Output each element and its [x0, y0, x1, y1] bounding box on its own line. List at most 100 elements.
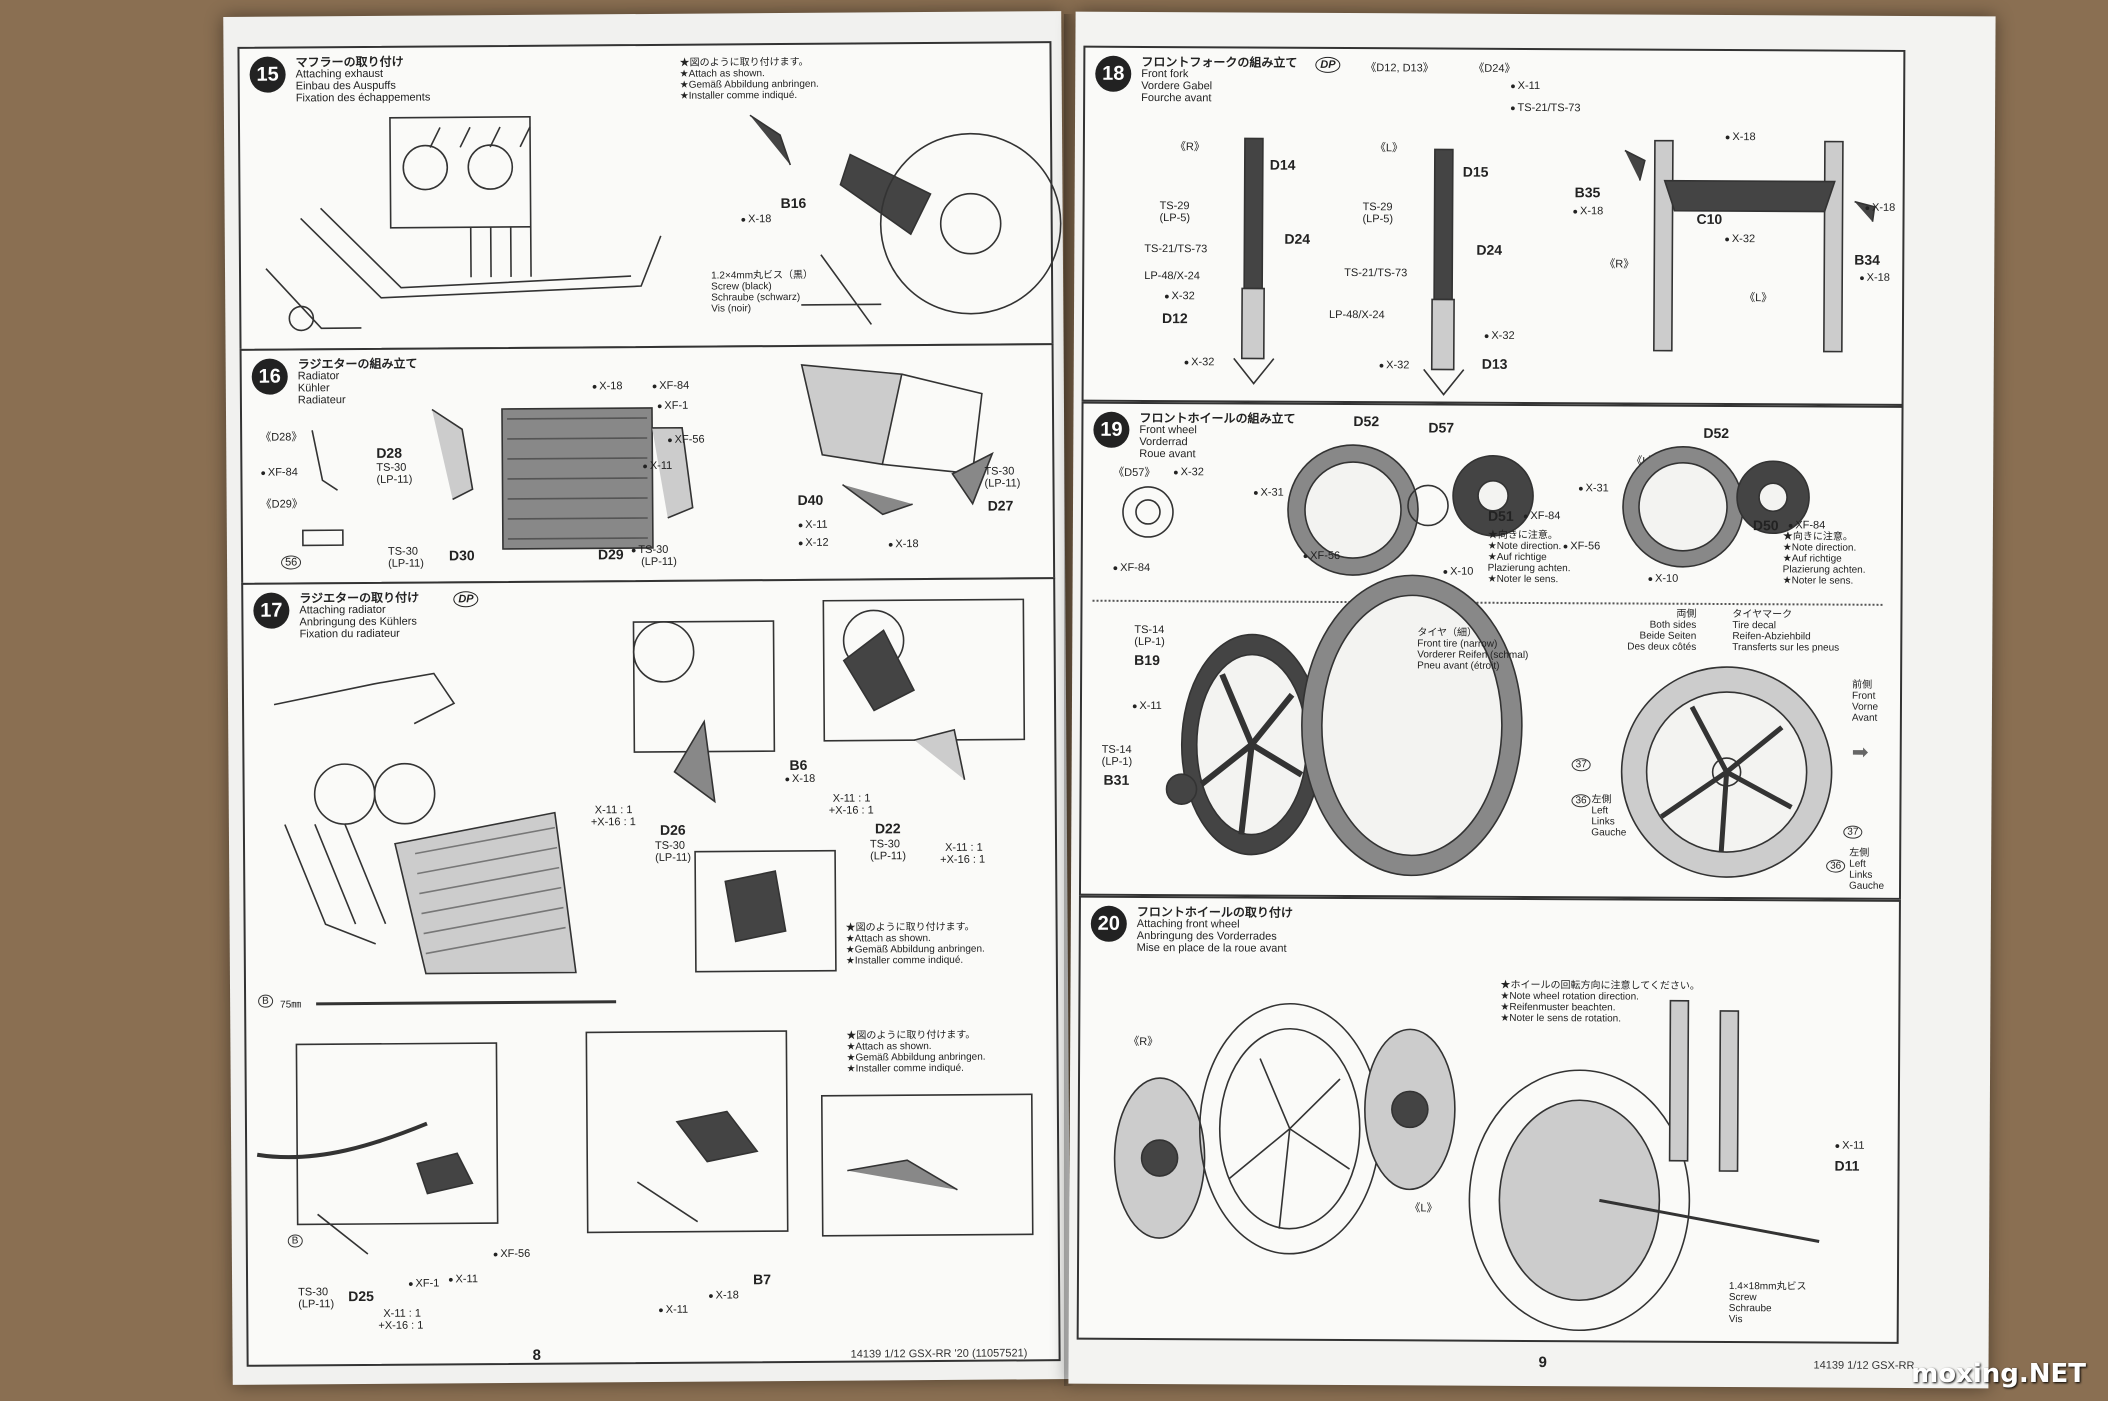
- part-d14: D14: [1269, 156, 1296, 173]
- brake-disc-r-illustration: [1287, 444, 1534, 576]
- tube-end-b: B: [287, 1234, 303, 1248]
- part-d30: D30: [448, 547, 475, 564]
- sub-step-b: B: [258, 994, 273, 1008]
- paint-ts21: TS-21/TS-73: [1344, 267, 1408, 280]
- watermark: moxing.NET: [1911, 1359, 2086, 1389]
- label-right: 《R》: [1174, 141, 1205, 154]
- paint-lp1: (LP-1): [1134, 635, 1165, 649]
- part-b16: B16: [780, 194, 807, 212]
- radiator-illustration: [302, 407, 694, 550]
- page-number: 8: [532, 1346, 541, 1364]
- rear-wheel-illustration: [749, 114, 1062, 325]
- tube-length: 75㎜: [280, 999, 302, 1011]
- page-footer: 14139 1/12 GSX-RR: [1813, 1359, 1915, 1373]
- ref-d24: 《D24》: [1473, 62, 1516, 75]
- paint-x11: X-11: [798, 519, 828, 531]
- paint-xf84: XF-84: [260, 466, 298, 478]
- exhaust-illustration: [265, 115, 662, 332]
- radiator-mount-illustration: [273, 672, 577, 975]
- ref-d29: 《D29》: [260, 498, 303, 511]
- paint-ts14: TS-14: [1101, 743, 1132, 756]
- ref-d57: 《D57》: [1113, 466, 1156, 480]
- decal-36: 36: [1826, 859, 1846, 873]
- part-d24: D24: [1476, 241, 1503, 258]
- paint-x31: X-31: [1253, 487, 1283, 499]
- paint-ts30: TS-30: [654, 839, 686, 852]
- ref-d28: 《D28》: [260, 431, 303, 444]
- paint-x10: X-10: [1648, 573, 1678, 585]
- tube-route-illustration: [585, 1030, 789, 1234]
- paint-mix: X-11 : 1: [945, 841, 983, 854]
- paint-ts30: TS-30: [387, 545, 418, 558]
- page-footer: 14139 1/12 GSX-RR '20 (11057521): [850, 1347, 1028, 1361]
- paint-lp1: (LP-1): [1101, 755, 1133, 768]
- part-b7: B7: [753, 1271, 772, 1288]
- engine-bracket-illustration: [822, 598, 1026, 780]
- paint-mix: +X-16 : 1: [828, 804, 874, 817]
- decal-37: 37: [1571, 758, 1591, 772]
- triple-clamp-illustration: [1624, 139, 1876, 353]
- paint-mix: X-11 : 1: [832, 792, 871, 805]
- front-arrow: ➡: [1851, 741, 1869, 764]
- page-fold: [1064, 14, 1074, 1386]
- paint-x18: X-18: [1725, 131, 1755, 143]
- label-left: 《L》: [1374, 142, 1404, 155]
- part-d25: D25: [348, 1287, 374, 1305]
- step-number: 18: [1095, 55, 1132, 92]
- ref-d12-d13: 《D12, D13》: [1365, 62, 1434, 75]
- paint-x18: X-18: [1573, 205, 1603, 217]
- step-number: 15: [249, 56, 286, 93]
- decal-36: 36: [1571, 794, 1591, 808]
- part-d27: D27: [987, 497, 1014, 514]
- paint-ts14: TS-14: [1134, 623, 1165, 637]
- paint-lp11: (LP-11): [870, 850, 907, 863]
- separator: [1092, 599, 1883, 606]
- tube-length-line: [316, 1000, 617, 1006]
- paint-x11: X-11: [448, 1273, 478, 1285]
- paint-xf1: XF-1: [657, 400, 688, 412]
- part-b35: B35: [1574, 184, 1601, 201]
- paint-ts21: TS-21/TS-73: [1144, 242, 1208, 256]
- paint-xf56: XF-56: [1563, 540, 1600, 552]
- step-number: 17: [253, 592, 290, 629]
- paint-ts30: TS-30: [376, 461, 407, 474]
- fork-r-illustration: [1233, 137, 1275, 385]
- paint-xf84: XF-84: [1113, 562, 1150, 574]
- paint-x11: X-11: [1132, 700, 1161, 712]
- brake-disc-l-illustration: [1622, 445, 1810, 568]
- step-number: 19: [1093, 411, 1130, 448]
- attach-note: ★図のように取り付けます。★Attach as shown. ★Gemäß Ab…: [679, 56, 819, 102]
- page-number: 9: [1538, 1354, 1547, 1372]
- part-b19: B19: [1134, 651, 1160, 669]
- paint-xf56: XF-56: [1303, 550, 1340, 562]
- paint-lp11: (LP-11): [641, 555, 677, 569]
- attach-note: ★図のように取り付けます。★Attach as shown. ★Gemäß Ab…: [845, 921, 985, 967]
- part-c10: C10: [1696, 210, 1723, 227]
- paint-xf84: XF-84: [1788, 519, 1825, 531]
- tube-detail-illustration: [820, 1093, 1034, 1237]
- paint-x18: X-18: [708, 1289, 739, 1301]
- attach-note: ★図のように取り付けます。★Attach as shown. ★Gemäß Ab…: [846, 1029, 986, 1075]
- paint-mix: X-11 : 1: [594, 804, 633, 817]
- paint-xf56: XF-56: [667, 434, 705, 446]
- paint-ts21: TS-21/TS-73: [1510, 102, 1581, 114]
- paint-xf84: XF-84: [1523, 510, 1560, 522]
- step-15-panel: 15 マフラーの取り付け Attaching exhaust Einbau de…: [237, 41, 1062, 351]
- paint-mix: +X-16 : 1: [378, 1319, 424, 1332]
- paint-x11: X-11: [1835, 1140, 1864, 1152]
- paint-x32: X-32: [1173, 466, 1204, 478]
- paint-x18: X-18: [888, 538, 918, 550]
- part-d50: D50: [1752, 517, 1779, 534]
- paint-x12: X-12: [798, 537, 828, 549]
- part-d12: D12: [1161, 310, 1188, 327]
